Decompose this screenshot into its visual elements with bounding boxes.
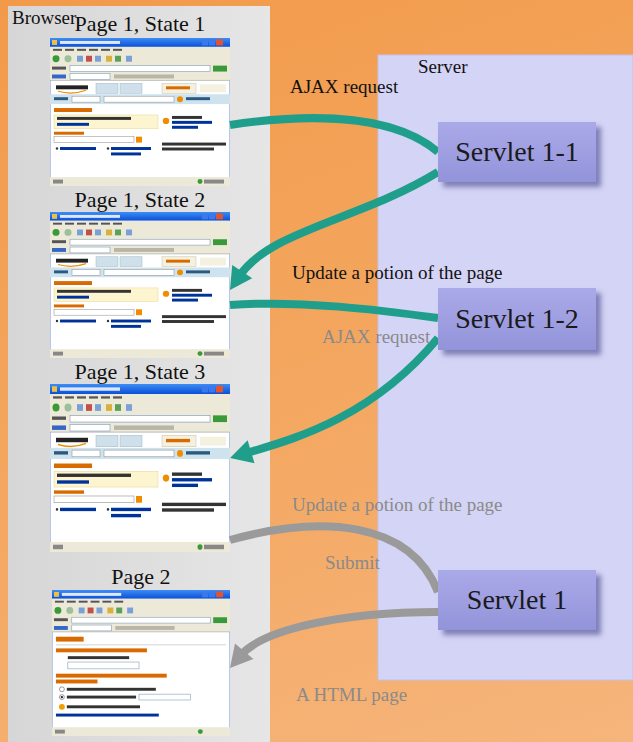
arrow-head [230,643,253,668]
flow-line [240,612,438,656]
flow-arrow [230,304,438,318]
page-title: Page 1, State 3 [50,360,230,384]
flow-line [239,172,438,277]
page-screenshot: Page 1, State 3 [50,360,230,552]
flow-line [230,304,438,318]
page-title: Page 1, State 1 [50,12,230,36]
edge-label: AJAX request [290,76,398,98]
page-screenshot: Page 2 [52,565,230,736]
region-panel: BrowserPage 1, State 1Page 1, State 2Pag… [8,6,270,742]
page-title: Page 1, State 2 [50,188,230,212]
flow-arrow [230,526,438,592]
servlet-name: Servlet 1 [467,584,567,616]
page-screenshot [50,212,230,358]
edge-label: AJAX request [322,326,430,348]
page-screenshot [50,384,230,552]
browser-ground [8,6,270,742]
edge-label: Submit [325,552,380,574]
page-screenshot: Page 1, State 1 [50,12,230,188]
flow-line [230,526,438,592]
flow-line [230,118,438,152]
arrow-head [230,265,252,290]
servlet-box: Servlet 1-2 [438,288,596,350]
server-ground [378,55,633,680]
region-title: Server [378,55,633,78]
servlet-box: Servlet 1 [438,570,596,630]
edge-label: A HTML page [296,684,407,706]
servlet-name: Servlet 1-1 [455,136,579,168]
arrow-head [230,440,255,463]
page-screenshot [50,38,230,186]
flow-arrow [230,118,438,152]
edge-label: Update a potion of the page [292,494,503,516]
servlet-name: Servlet 1-2 [455,303,579,335]
flow-line [245,338,438,453]
edge-label: Update a potion of the page [292,262,503,284]
flow-arrow [230,338,438,463]
page-screenshot [52,590,230,736]
region-panel: ServerServlet 1-1Servlet 1-2Servlet 1 [378,55,633,680]
page-title: Page 2 [52,565,230,589]
page-screenshot: Page 1, State 2 [50,188,230,358]
flow-arrow [230,612,438,668]
servlet-box: Servlet 1-1 [438,122,596,182]
